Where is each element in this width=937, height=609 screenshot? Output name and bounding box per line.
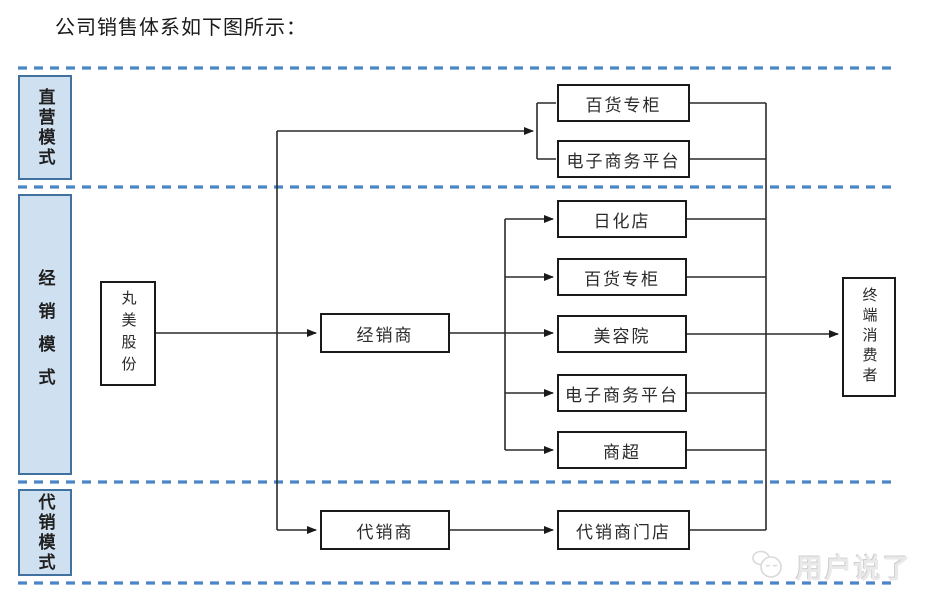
- section-label-consignment-mode: 代销模式: [18, 489, 72, 576]
- node-direct-department-counter: 百货专柜: [557, 84, 690, 122]
- node-department-counter: 百货专柜: [557, 258, 687, 296]
- node-supermarket: 商超: [557, 431, 687, 469]
- node-end-consumer: 终端消费者: [842, 277, 896, 397]
- node-daily-chemical-store: 日化店: [557, 200, 687, 238]
- section-label-distribution-mode: 经销模式: [18, 194, 72, 475]
- node-distributor: 经销商: [320, 313, 450, 353]
- flow-lines: [156, 102, 839, 534]
- node-consignment-agent: 代销商: [320, 510, 450, 550]
- section-label-direct-mode: 直营模式: [18, 75, 72, 180]
- watermark-text: 用户说了: [796, 554, 912, 584]
- node-ecommerce-platform: 电子商务平台: [557, 374, 687, 412]
- node-consignment-store: 代销商门店: [557, 510, 690, 550]
- page-title: 公司销售体系如下图所示：: [55, 17, 307, 39]
- node-direct-ecommerce-platform: 电子商务平台: [557, 140, 690, 178]
- chat-mascot-icon: [750, 549, 790, 584]
- node-beauty-salon: 美容院: [557, 315, 687, 353]
- section-separator-lines: [18, 66, 896, 585]
- node-company-marubi: 丸美股份: [100, 281, 156, 386]
- watermark: 用户说了: [750, 547, 912, 586]
